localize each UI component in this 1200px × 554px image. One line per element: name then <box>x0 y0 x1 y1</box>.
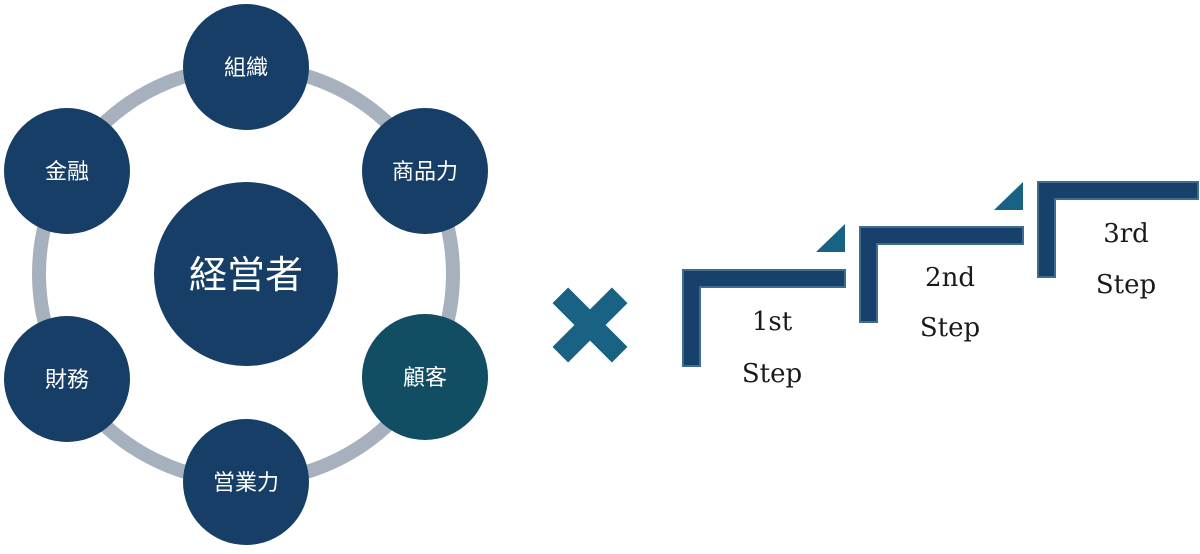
center-node <box>154 182 338 366</box>
step-corner-triangle <box>816 224 845 252</box>
step-bracket <box>859 226 1024 323</box>
node-circle <box>183 4 309 130</box>
center-node-label: 経営者 <box>189 253 303 297</box>
node-circle <box>4 316 130 442</box>
step-label-word: Step <box>1096 270 1156 300</box>
node-product-power: 商品力 <box>362 108 488 234</box>
multiply-icon-bar-vertical <box>552 287 628 363</box>
multiply-icon <box>552 287 628 363</box>
step-label-word: Step <box>742 359 802 389</box>
node-label: 商品力 <box>392 160 458 185</box>
node-label: 組織 <box>224 56 268 81</box>
step-bracket <box>1037 181 1199 278</box>
node-circle <box>362 108 488 234</box>
step-2: 2nd Step <box>859 182 1024 343</box>
node-circle <box>362 314 488 440</box>
step-3: 3rd Step <box>1037 181 1199 300</box>
node-circle <box>183 419 309 545</box>
step-label-word: Step <box>920 313 980 343</box>
step-label-ordinal: 2nd <box>925 263 975 293</box>
node-circle <box>4 108 130 234</box>
step-bracket <box>682 269 846 367</box>
node-label: 金融 <box>45 160 89 185</box>
steps-diagram: 1st Step 2nd Step 3rd Step <box>682 181 1199 389</box>
business-cycle-diagram: 経営者 組織 商品力 顧客 営業力 財務 金融 <box>4 4 488 545</box>
node-banking: 金融 <box>4 108 130 234</box>
node-finance: 財務 <box>4 316 130 442</box>
node-organization: 組織 <box>183 4 309 130</box>
step-label-ordinal: 1st <box>752 307 793 337</box>
node-label: 顧客 <box>403 366 447 391</box>
node-label: 財務 <box>45 368 89 393</box>
step-1: 1st Step <box>682 224 846 389</box>
step-corner-triangle <box>994 182 1023 210</box>
node-customer: 顧客 <box>362 314 488 440</box>
node-label: 営業力 <box>213 471 279 496</box>
node-sales-power: 営業力 <box>183 419 309 545</box>
step-label-ordinal: 3rd <box>1103 219 1149 249</box>
